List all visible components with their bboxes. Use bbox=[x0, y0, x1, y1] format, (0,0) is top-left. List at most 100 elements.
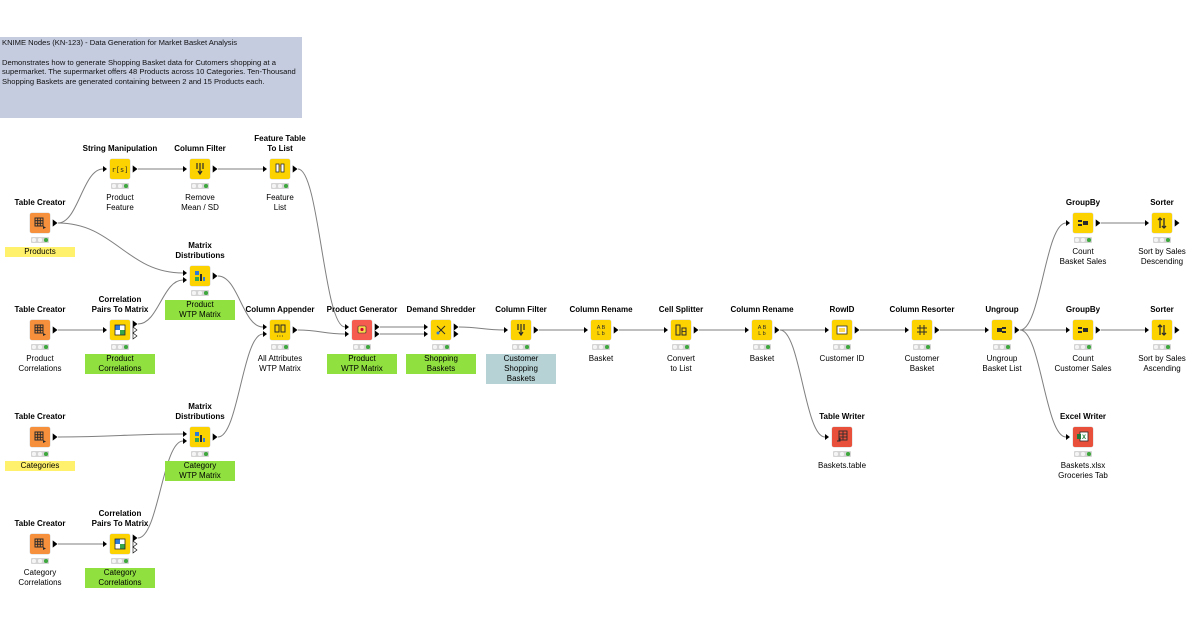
product-generator-icon[interactable] bbox=[352, 320, 372, 340]
node-label[interactable]: Count Basket Sales bbox=[1059, 247, 1107, 266]
column-resorter-icon[interactable] bbox=[912, 320, 932, 340]
table-writer-icon[interactable] bbox=[832, 427, 852, 447]
sorter-icon[interactable] bbox=[1152, 320, 1172, 340]
node-title[interactable]: Column Appender bbox=[245, 304, 315, 314]
table-grid-icon[interactable] bbox=[30, 213, 50, 233]
node-title[interactable]: Column Filter bbox=[174, 143, 226, 153]
node-label[interactable]: Category Correlations bbox=[85, 568, 155, 588]
string-manipulation-icon[interactable]: r[s] bbox=[110, 159, 130, 179]
matrix-distribution-icon[interactable] bbox=[190, 427, 210, 447]
matrix-distribution-icon[interactable] bbox=[190, 266, 210, 286]
node-label[interactable]: Count Customer Sales bbox=[1054, 354, 1112, 373]
node-title[interactable]: String Manipulation bbox=[82, 143, 158, 153]
node-label[interactable]: Sort by Sales Ascending bbox=[1138, 354, 1186, 373]
node-label[interactable]: Baskets.xlsx Groceries Tab bbox=[1058, 461, 1108, 480]
column-appender-icon[interactable]: • • • bbox=[270, 320, 290, 340]
node-title[interactable]: Table Creator bbox=[14, 197, 66, 207]
node-ca[interactable]: Column Appender • • • All Attributes WTP M… bbox=[235, 283, 325, 393]
node-title[interactable]: Column Filter bbox=[495, 304, 547, 314]
node-title[interactable]: GroupBy bbox=[1065, 197, 1101, 207]
node-title[interactable]: Demand Shredder bbox=[406, 304, 476, 314]
node-title[interactable]: Ungroup bbox=[985, 304, 1019, 314]
node-title[interactable]: Product Generator bbox=[326, 304, 398, 314]
demand-shredder-icon[interactable] bbox=[431, 320, 451, 340]
node-label[interactable]: Ungroup Basket List bbox=[982, 354, 1022, 373]
node-title[interactable]: GroupBy bbox=[1065, 304, 1101, 314]
node-title[interactable]: Correlation Pairs To Matrix bbox=[91, 509, 149, 528]
node-title[interactable]: Feature Table To List bbox=[254, 134, 306, 153]
node-title[interactable]: Column Resorter bbox=[889, 304, 955, 314]
node-label[interactable]: All Attributes WTP Matrix bbox=[257, 354, 303, 373]
sorter-icon[interactable] bbox=[1152, 213, 1172, 233]
node-label[interactable]: Category Correlations bbox=[18, 568, 62, 587]
node-sm[interactable]: String Manipulation r[s] Product Feature bbox=[75, 122, 165, 232]
node-label[interactable]: Basket bbox=[588, 354, 614, 363]
node-title[interactable]: Table Creator bbox=[14, 518, 66, 528]
node-label[interactable]: Category WTP Matrix bbox=[165, 461, 235, 481]
node-title[interactable]: Matrix Distributions bbox=[175, 241, 225, 260]
groupby-icon[interactable] bbox=[1073, 320, 1093, 340]
node-label[interactable]: Shopping Baskets bbox=[406, 354, 476, 374]
node-title[interactable]: Table Creator bbox=[14, 304, 66, 314]
node-title[interactable]: Excel Writer bbox=[1059, 411, 1107, 421]
node-title[interactable]: Matrix Distributions bbox=[175, 402, 225, 421]
node-title[interactable]: Correlation Pairs To Matrix bbox=[91, 295, 149, 314]
cell-splitter-icon[interactable] bbox=[671, 320, 691, 340]
node-label[interactable]: Customer Shopping Baskets bbox=[486, 354, 556, 384]
node-label[interactable]: Convert to List bbox=[666, 354, 695, 373]
node-label[interactable]: Product WTP Matrix bbox=[165, 300, 235, 320]
node-label[interactable]: Sort by Sales Descending bbox=[1138, 247, 1186, 266]
node-label[interactable]: Categories bbox=[5, 461, 75, 471]
node-label[interactable]: Product WTP Matrix bbox=[327, 354, 397, 374]
node-ftl[interactable]: Feature Table To List “” Feature List bbox=[235, 122, 325, 232]
node-label[interactable]: Product Correlations bbox=[85, 354, 155, 374]
feature-list-icon[interactable]: “” bbox=[270, 159, 290, 179]
node-label[interactable]: Feature List bbox=[266, 193, 294, 212]
correlation-matrix-icon[interactable] bbox=[110, 320, 130, 340]
correlation-matrix-icon[interactable] bbox=[110, 534, 130, 554]
table-grid-icon[interactable] bbox=[30, 320, 50, 340]
rowid-icon[interactable] bbox=[832, 320, 852, 340]
node-title[interactable]: Sorter bbox=[1150, 197, 1174, 207]
node-title[interactable]: RowID bbox=[829, 304, 855, 314]
node-label[interactable]: Baskets.table bbox=[817, 461, 867, 470]
node-title[interactable]: Sorter bbox=[1150, 304, 1174, 314]
node-label[interactable]: Remove Mean / SD bbox=[181, 193, 219, 212]
node-title[interactable]: Cell Splitter bbox=[658, 304, 704, 314]
node-label[interactable]: Product Feature bbox=[106, 193, 134, 212]
column-filter-icon[interactable] bbox=[511, 320, 531, 340]
node-title[interactable]: Column Rename bbox=[569, 304, 633, 314]
node-label[interactable]: Product Correlations bbox=[18, 354, 62, 373]
ungroup-icon[interactable] bbox=[992, 320, 1012, 340]
node-title[interactable]: Table Creator bbox=[14, 411, 66, 421]
node-title[interactable]: Table Writer bbox=[819, 411, 865, 421]
node-label[interactable]: Basket bbox=[749, 354, 775, 363]
groupby-icon[interactable] bbox=[1073, 213, 1093, 233]
column-filter-icon[interactable] bbox=[190, 159, 210, 179]
